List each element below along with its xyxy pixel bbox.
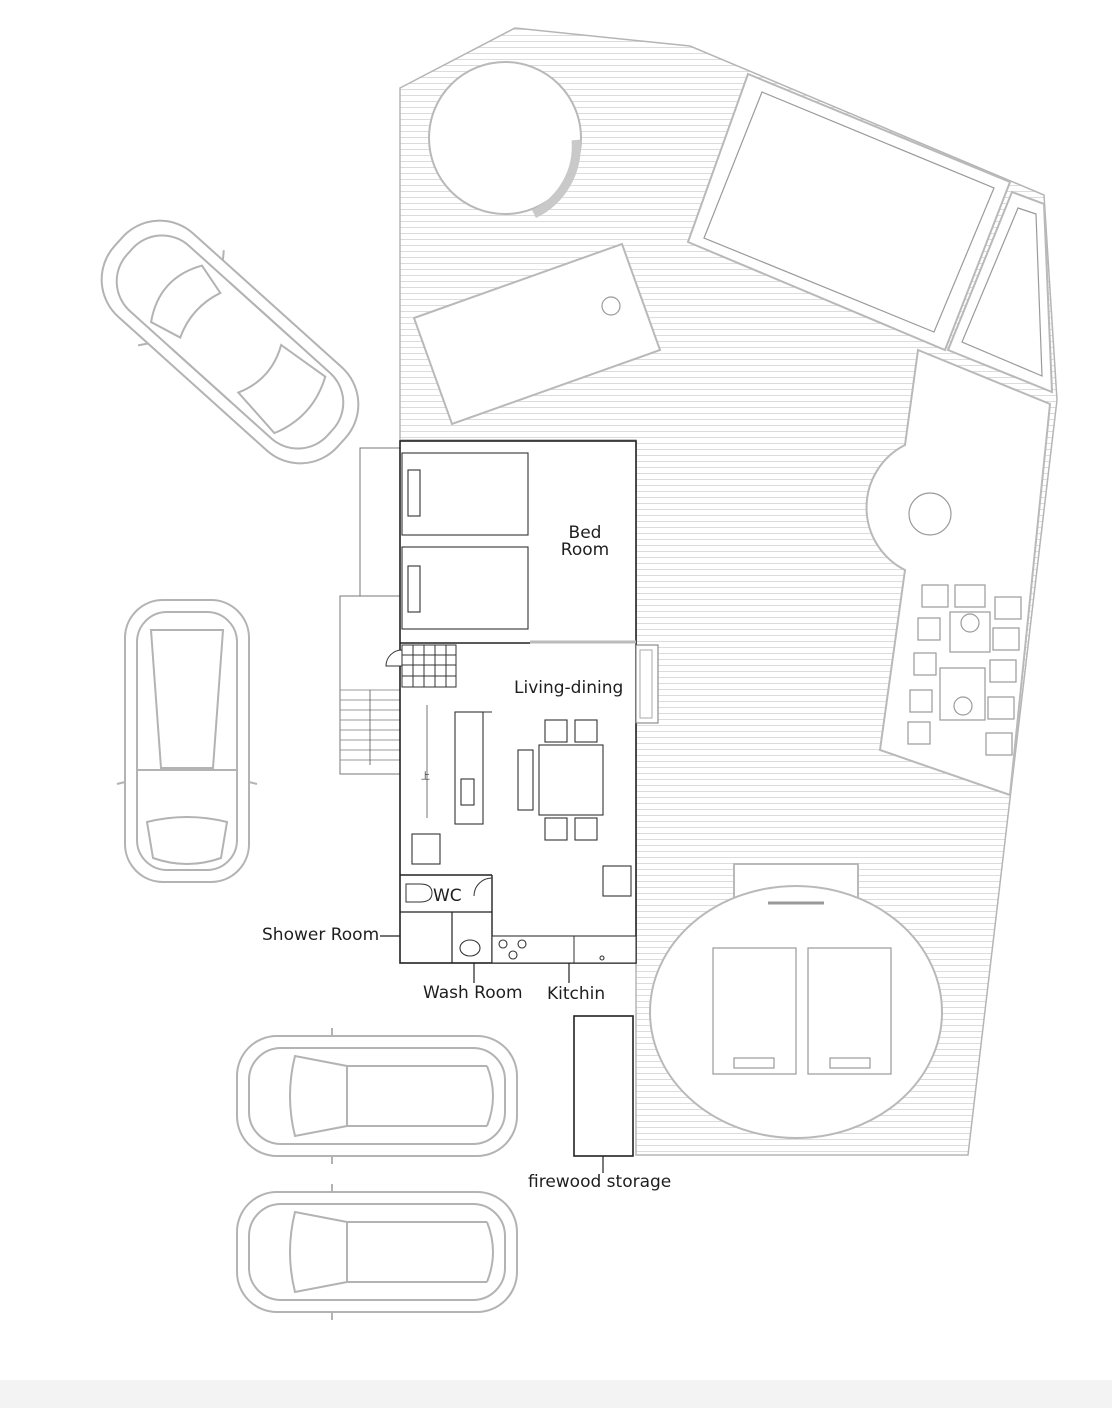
oval-platform xyxy=(649,863,943,1139)
label-living-dining: Living-dining xyxy=(514,678,623,698)
bottom-band xyxy=(0,1380,1112,1408)
car-horizontal-1 xyxy=(236,1028,518,1164)
pool-rectangle xyxy=(686,72,1012,352)
house-plan xyxy=(385,440,659,964)
kitchen-island xyxy=(454,711,492,825)
label-stair-up-mark: 上 xyxy=(421,771,430,782)
side-rectangle xyxy=(946,190,1054,394)
label-bed-room-line1: Bed xyxy=(569,523,602,543)
label-shower-room: Shower Room xyxy=(262,925,379,945)
label-wash-room: Wash Room xyxy=(423,983,523,1003)
label-firewood-storage: firewood storage xyxy=(528,1172,671,1192)
firewood-storage-box xyxy=(573,1015,634,1157)
bed-1 xyxy=(401,452,529,536)
bed-2 xyxy=(401,546,529,630)
car-diagonal xyxy=(100,219,360,465)
label-wc: WC xyxy=(433,886,462,906)
car-vertical xyxy=(116,599,258,883)
tilted-table xyxy=(412,242,662,426)
kitchen-counter xyxy=(491,935,637,964)
car-horizontal-2 xyxy=(236,1184,518,1320)
interior-stairs xyxy=(401,644,457,688)
exterior-stairs xyxy=(339,447,401,775)
wc-toilet xyxy=(405,877,493,903)
label-kitchin: Kitchin xyxy=(547,984,605,1004)
dining-set xyxy=(517,719,604,841)
bay-platform xyxy=(865,348,1052,797)
label-bed-room-line2: Room xyxy=(561,540,609,560)
round-table-top xyxy=(428,61,582,219)
